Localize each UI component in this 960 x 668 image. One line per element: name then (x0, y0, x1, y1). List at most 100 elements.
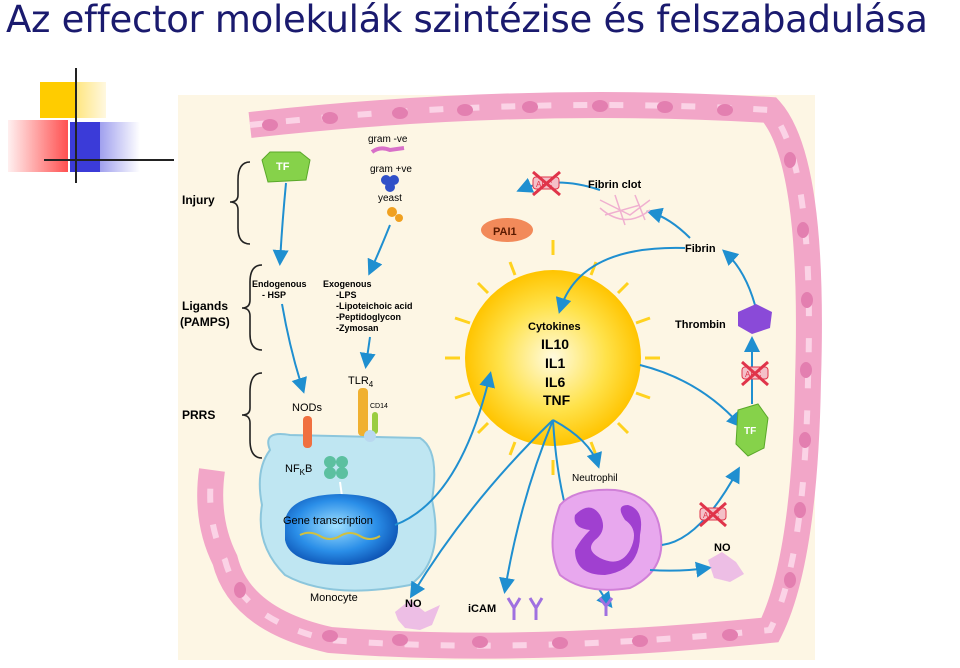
apc-top-label: APC (536, 180, 553, 189)
tlr-sub: 4 (369, 380, 374, 389)
arrow-tf-endogenous (272, 182, 289, 266)
apc-bottom (699, 501, 727, 528)
injury-brace (229, 161, 251, 245)
thrombin-shape (738, 304, 772, 334)
tlr-text: TLR (348, 375, 369, 387)
cytokine-sun (445, 240, 660, 475)
cd14-ball (364, 430, 376, 442)
cytokine-il1: IL1 (545, 355, 565, 371)
nfkb-text: NF (285, 463, 300, 475)
thrombin-label: Thrombin (675, 319, 726, 331)
no-right-label: NO (714, 542, 731, 554)
gram-pos-icon (381, 175, 399, 192)
tlr-label: TLR4 (348, 375, 374, 389)
prrs-brace (241, 372, 263, 459)
neutrophil-label: Neutrophil (572, 473, 618, 484)
tf-top-label: TF (276, 161, 290, 173)
blue-fade (100, 122, 140, 172)
sun-core (465, 270, 641, 446)
nfkb-label: NFKB (285, 463, 312, 477)
nfkb-sub: K (300, 468, 306, 477)
exogenous-line-1: Exogenous (323, 279, 372, 289)
monocyte-label: Monocyte (310, 592, 358, 604)
arrow-fibrin-clot (646, 207, 691, 239)
label-prrs: PRRS (182, 408, 215, 422)
no-left-label: NO (405, 598, 422, 610)
dna-strand (299, 531, 381, 540)
arrow-nucleus-sun (394, 371, 495, 526)
cd14-label: CD14 (370, 403, 388, 410)
wall-cells (234, 100, 813, 649)
apc-bottom-label: APC (703, 511, 720, 520)
pai1-shape (481, 218, 533, 242)
cd14-receptor (372, 412, 378, 434)
yellow-square (40, 82, 76, 118)
sun-rays (445, 240, 660, 475)
label-injury: Injury (182, 193, 215, 207)
arrow-neutrophil-no (649, 561, 712, 578)
gram-neg-icon (370, 146, 405, 154)
arrow-neutrophil-tf (661, 466, 740, 546)
tf-top-shape (261, 151, 311, 183)
tlr-receptor (358, 388, 368, 436)
exogenous-line-2: -LPS (336, 290, 357, 300)
tf-right-label: TF (744, 426, 756, 437)
nucleus (285, 494, 399, 566)
label-ligands: Ligands (182, 299, 228, 313)
vertical-line (75, 68, 77, 183)
fibrin-clot-label: Fibrin clot (588, 179, 642, 191)
endogenous-line-1: Endogenous (252, 279, 307, 289)
fibrin-label: Fibrin (685, 243, 716, 255)
yeast-icon (387, 207, 403, 222)
arrow-sun-tf (639, 364, 743, 428)
arrow-nfkb-nucleus (339, 481, 343, 497)
apc-right (741, 360, 769, 387)
arrow-thrombin-fibrin (722, 249, 756, 306)
no-left-burst (395, 600, 440, 630)
arrow-fibrin-sun (555, 246, 686, 314)
yeast-label: yeast (378, 193, 402, 204)
arrow-sun-neutrophil (552, 419, 602, 469)
apc-right-label: APC (745, 370, 762, 379)
arrow-yeast-exogenous (367, 224, 391, 276)
cytokine-il10: IL10 (541, 336, 569, 352)
tf-right-shape (735, 403, 769, 457)
page-title: Az effector molekulák szintézise és fels… (6, 0, 928, 41)
neutrophil-receptor (598, 597, 614, 616)
nods-label: NODs (292, 402, 322, 414)
cytokine-il6: IL6 (545, 374, 565, 390)
label-pamps: (PAMPS) (180, 315, 230, 329)
arrow-exogenous-tlr (359, 336, 376, 369)
exogenous-line-5: -Zymosan (336, 323, 379, 333)
exogenous-line-3: -Lipoteichoic acid (336, 301, 413, 311)
horizontal-line (44, 159, 174, 161)
no-right-burst (708, 552, 744, 582)
endogenous-line-2: - HSP (262, 290, 286, 300)
arrow-endogenous-nods (281, 303, 307, 394)
neutrophil-cell (551, 488, 663, 591)
fibrin-clot-mesh (599, 194, 651, 226)
exogenous-line-4: -Peptidoglycon (336, 312, 401, 322)
ligands-brace (241, 264, 263, 351)
nfkb-b: B (305, 463, 312, 475)
pai1-label: PAI1 (493, 226, 517, 238)
endogenous-text: Endogenous - HSP (252, 279, 307, 300)
neutrophil-nucleus (574, 505, 642, 575)
gram-neg-label: gram -ve (368, 134, 408, 145)
icam-receptors (506, 597, 544, 620)
red-square (8, 120, 68, 172)
nfkb-complex (324, 456, 348, 479)
cytokine-tnf: TNF (543, 392, 571, 408)
yellow-fade (76, 82, 106, 118)
corner-decoration (0, 60, 175, 185)
exogenous-text: Exogenous -LPS -Lipoteichoic acid -Pepti… (323, 279, 413, 333)
apc-top (532, 170, 561, 197)
icam-label: iCAM (468, 603, 496, 615)
arrow-sun-icam (499, 419, 554, 594)
nods-receptor (303, 416, 312, 448)
gram-pos-label: gram +ve (370, 164, 412, 175)
cytokines-title: Cytokines (528, 321, 581, 333)
arrow-sun-no (409, 419, 554, 599)
gene-transcription-label: Gene transcription (283, 515, 373, 527)
